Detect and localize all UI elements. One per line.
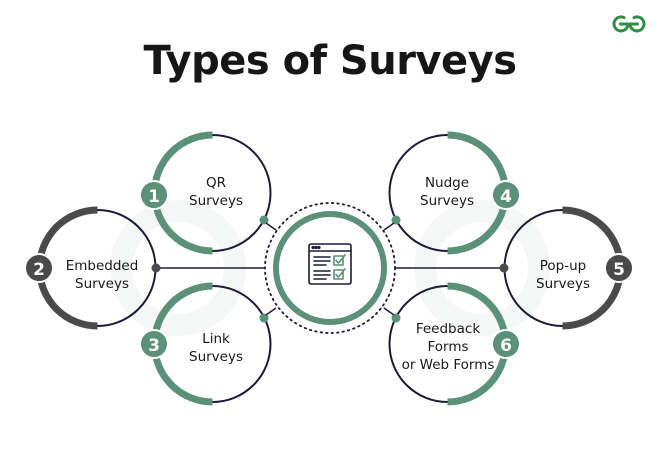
item-6-number-badge: 6: [491, 329, 521, 359]
item-2-connector-dot: [151, 263, 161, 273]
item-6-connector: [383, 307, 395, 316]
item-1-connector-dot: [259, 215, 269, 225]
item-1-connector: [265, 222, 277, 231]
item-5-number-badge: 5: [604, 253, 634, 283]
item-3-connector: [265, 307, 277, 316]
survey-checklist-icon: [308, 243, 352, 285]
page-title: Types of Surveys: [143, 38, 517, 84]
item-5-label: Pop-up Surveys: [536, 258, 590, 292]
item-3-connector-dot: [259, 313, 269, 323]
item-4-connector: [383, 222, 395, 231]
item-6-label: Feedback Forms or Web Forms: [401, 321, 495, 373]
item-6-connector-dot: [391, 313, 401, 323]
item-1-number-badge: 1: [139, 180, 169, 210]
item-3-label: Link Surveys: [189, 331, 243, 365]
item-4-label: Nudge Surveys: [420, 175, 474, 209]
item-2-number-badge: 2: [24, 253, 54, 283]
item-4-number-badge: 4: [491, 180, 521, 210]
item-2-label: Embedded Surveys: [65, 258, 139, 292]
item-5-connector-dot: [499, 263, 509, 273]
item-3-number-badge: 3: [139, 329, 169, 359]
geeksforgeeks-logo-icon: [612, 15, 646, 33]
item-4-connector-dot: [391, 215, 401, 225]
item-1-label: QR Surveys: [189, 175, 243, 209]
